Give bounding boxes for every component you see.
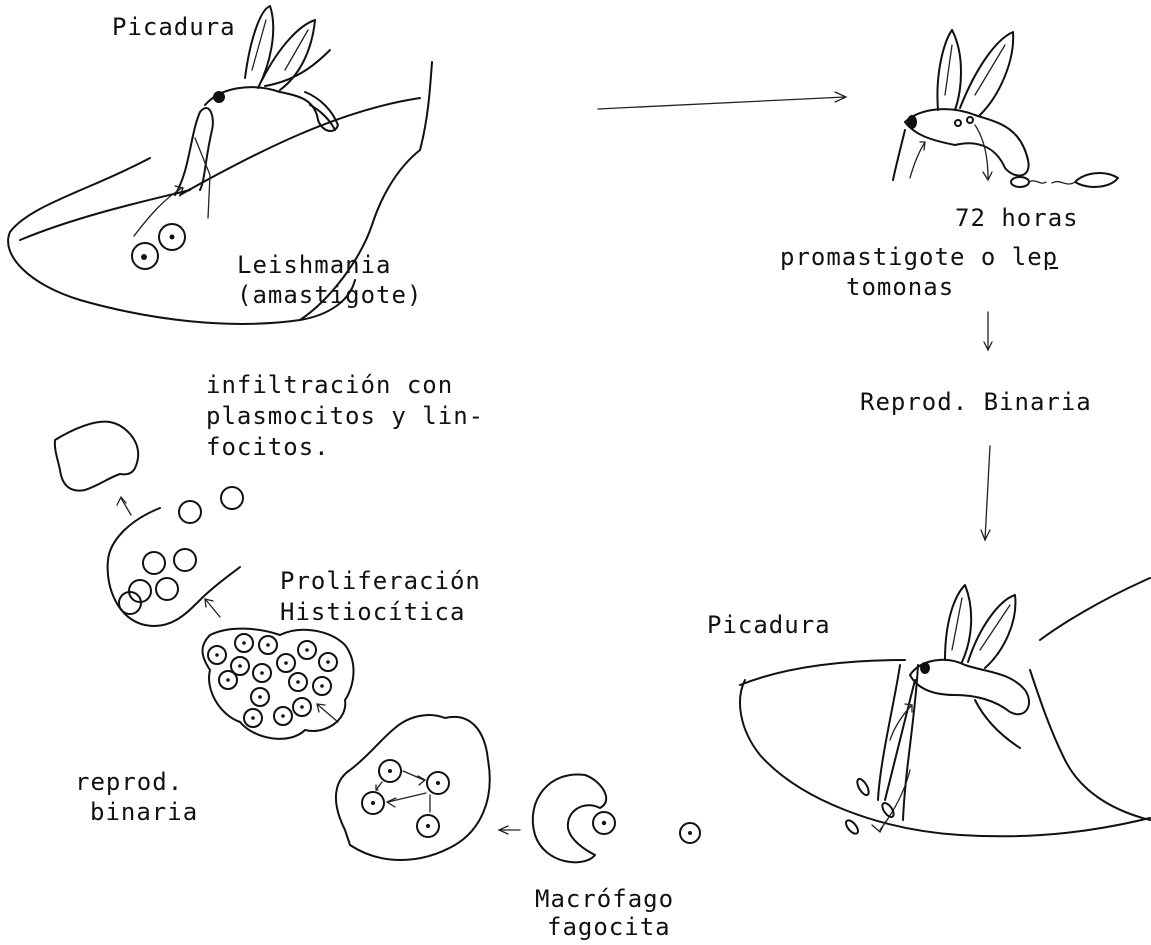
sandfly-icon [893, 30, 1029, 180]
arrow-icon [117, 497, 131, 515]
label-reprod-left: reprod. [75, 767, 183, 797]
macrophage-icon [533, 774, 615, 862]
label-fagocita: fagocita [547, 912, 671, 942]
sandfly-icon [872, 585, 1029, 832]
amastigote-icon [132, 224, 185, 269]
label-promastigote-line1: promastigote o lep [780, 242, 1058, 272]
amastigote-icon [680, 823, 700, 843]
label-promastigote-underline: p [1043, 243, 1058, 271]
label-amastigote: (amastigote) [237, 280, 422, 310]
label-leishmania: Leishmania [237, 250, 392, 280]
amastigote-icon [179, 487, 243, 523]
label-macrofago: Macrófago [535, 884, 674, 914]
label-leptomonas: tomonas [846, 272, 954, 302]
label-proliferacion: Proliferación [280, 566, 481, 596]
label-infiltracion-3: focitos. [206, 432, 330, 462]
arrow-icon [981, 446, 990, 540]
label-infiltracion-2: plasmocitos y lin- [206, 401, 484, 431]
label-binaria-left: binaria [90, 797, 198, 827]
promastigote-icon [1011, 173, 1118, 187]
macrophage-icon [203, 629, 354, 739]
label-histiocitica: Histiocítica [280, 597, 465, 627]
label-72-horas: 72 horas [955, 203, 1079, 233]
arrow-icon [317, 704, 338, 722]
macrophage-icon [55, 422, 138, 491]
arrow-icon [598, 92, 846, 109]
label-infiltracion-1: infiltración con [206, 370, 453, 400]
label-reprod-binaria-right: Reprod. Binaria [860, 387, 1092, 417]
label-picadura-top: Picadura [112, 12, 236, 42]
macrophage-icon [108, 508, 240, 626]
label-picadura-bottom: Picadura [707, 610, 831, 640]
arrow-icon [499, 826, 520, 834]
macrophage-icon [336, 715, 490, 860]
arrow-icon [205, 599, 220, 617]
arrow-icon [984, 312, 992, 350]
label-promastigote-text: promastigote o le [780, 243, 1043, 271]
